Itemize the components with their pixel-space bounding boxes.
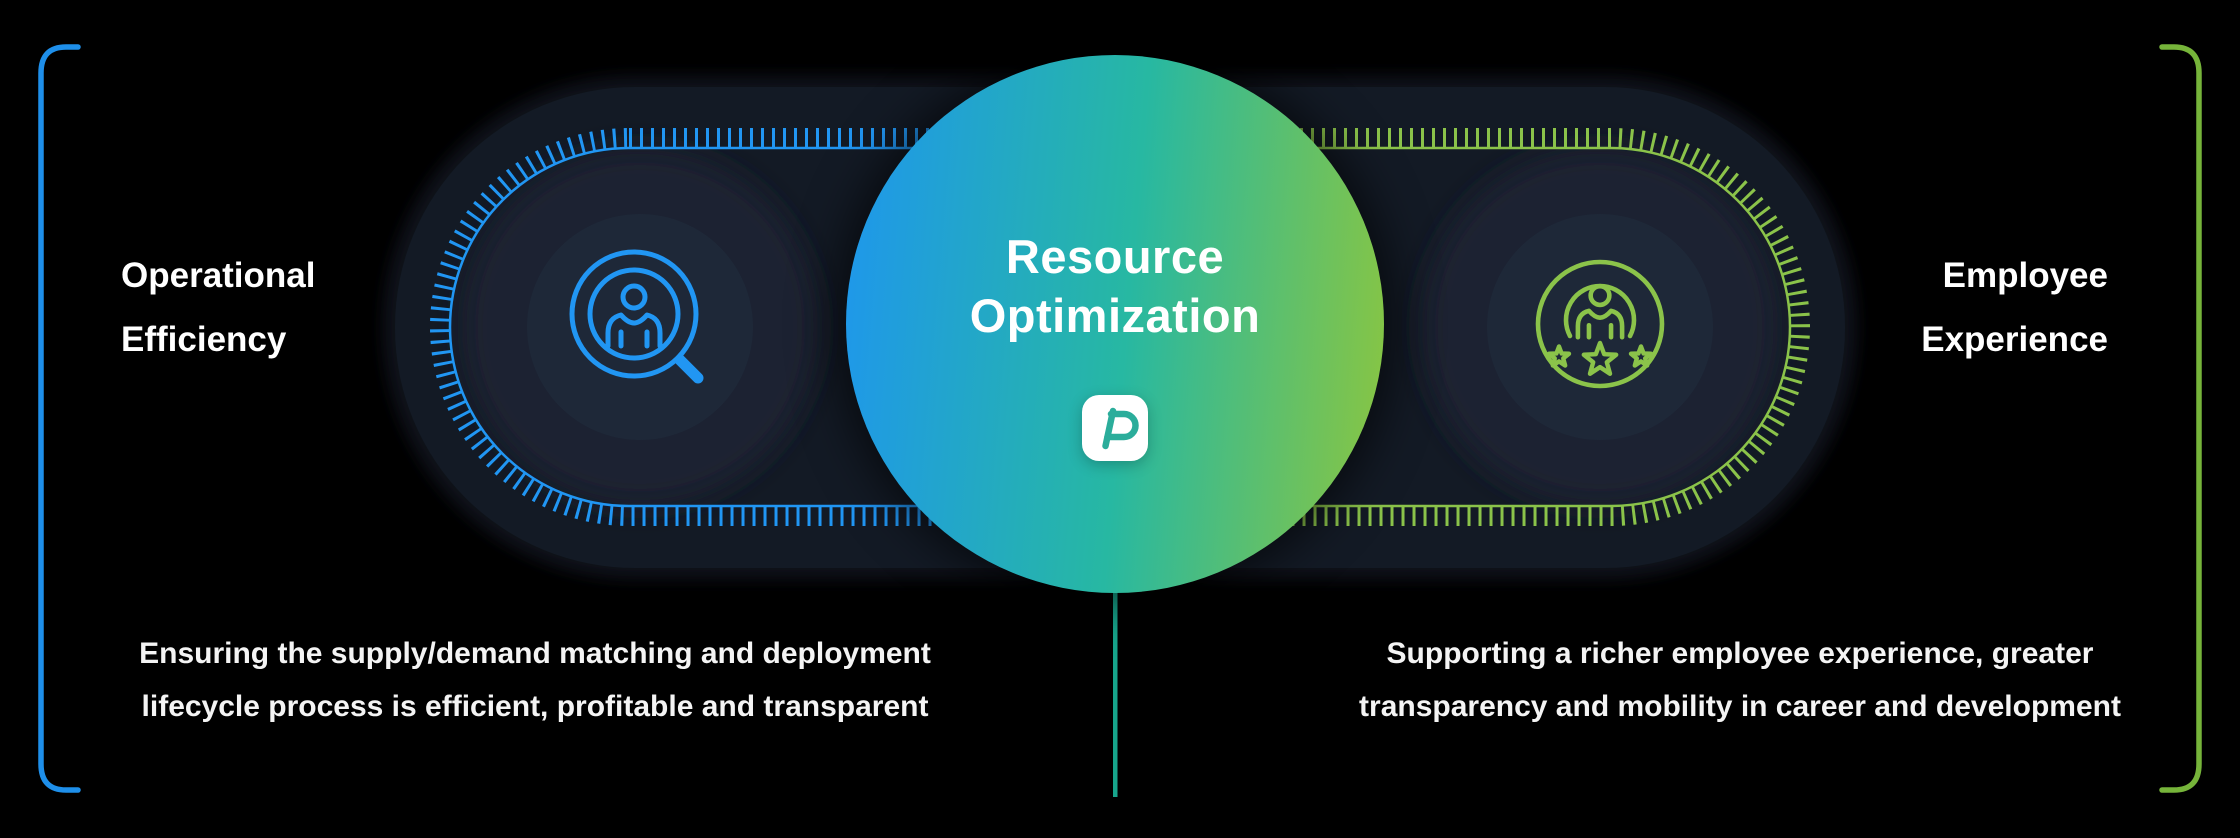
icon-disc (1487, 214, 1713, 440)
operational-efficiency-label: Operational Efficiency (121, 244, 315, 372)
left-desc-line2: lifecycle process is efficient, profitab… (141, 690, 929, 723)
operational-description: Ensuring the supply/demand matching and … (100, 627, 970, 733)
green-bracket (2159, 44, 2202, 793)
left-label-line1: Operational (121, 256, 316, 295)
person-search-icon (569, 249, 704, 384)
right-desc-line1: Supporting a richer employee experience,… (1386, 637, 2094, 670)
center-title: Resource Optimization (846, 227, 1384, 345)
p-logo-glyph (1102, 407, 1139, 450)
center-title-line1: Resource (1005, 230, 1225, 283)
left-desc-line1: Ensuring the supply/demand matching and … (139, 637, 931, 670)
employee-experience-label: Employee Experience (1921, 244, 2108, 372)
person-stars-icon (1535, 259, 1665, 389)
blue-bracket (38, 44, 81, 793)
center-stem-line (1113, 590, 1118, 797)
right-label-line1: Employee (1942, 256, 2108, 295)
p-logo-icon (1082, 395, 1148, 461)
right-label-line2: Experience (1921, 320, 2108, 359)
left-label-line2: Efficiency (121, 320, 287, 359)
green-tick-ring (980, 128, 1810, 526)
icon-disc (527, 214, 753, 440)
center-circle: Resource Optimization (846, 55, 1384, 593)
center-title-line2: Optimization (969, 289, 1261, 342)
right-desc-line2: transparency and mobility in career and … (1359, 690, 2121, 723)
employee-description: Supporting a richer employee experience,… (1295, 627, 2185, 733)
